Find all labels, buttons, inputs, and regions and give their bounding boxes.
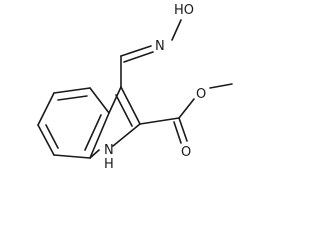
atom-labels: HO N O O N H	[104, 3, 206, 172]
bond-lines	[37, 19, 233, 159]
bond-n-o	[171, 19, 182, 41]
bond-c6-c7-inner	[45, 124, 59, 149]
bond-c3-c2	[120, 86, 141, 125]
bond-carbonyl-c-o-single	[178, 98, 195, 119]
atom-label-ester-o-double: O	[181, 145, 191, 160]
bond-c2-n1	[112, 123, 141, 147]
bond-c2-carbonyl-c	[139, 117, 180, 125]
bond-c6-c7	[37, 124, 55, 156]
bond-c5-c6	[37, 92, 55, 126]
bond-c3a-c3	[108, 86, 122, 114]
atom-label-indole-h: H	[104, 157, 114, 172]
bond-o-methyl	[209, 83, 233, 89]
bond-c7a-c3a	[89, 112, 110, 159]
bond-carbonyl-c-o-double	[178, 117, 188, 142]
atom-label-indole-n: N	[104, 143, 114, 158]
bond-c4-c5-inner	[57, 95, 88, 101]
bond-c4-c5	[53, 87, 91, 94]
atom-label-oxime-oh: HO	[174, 3, 194, 18]
atom-label-oxime-n: N	[155, 39, 165, 54]
bond-ch-n	[120, 45, 152, 57]
bond-n1-c7a	[89, 149, 100, 159]
bond-carbonyl-c-o-double-second	[173, 121, 182, 144]
atom-label-ester-o-single: O	[196, 87, 206, 102]
bond-ch-n-second	[123, 51, 154, 63]
bond-c3a-c4	[89, 87, 110, 114]
bond-c7-c7a	[53, 154, 91, 159]
chemical-structure: HO N O O N H	[37, 3, 233, 172]
bond-c7a-c3a-inner	[84, 114, 102, 151]
bond-c3-c2-inner	[115, 94, 133, 127]
